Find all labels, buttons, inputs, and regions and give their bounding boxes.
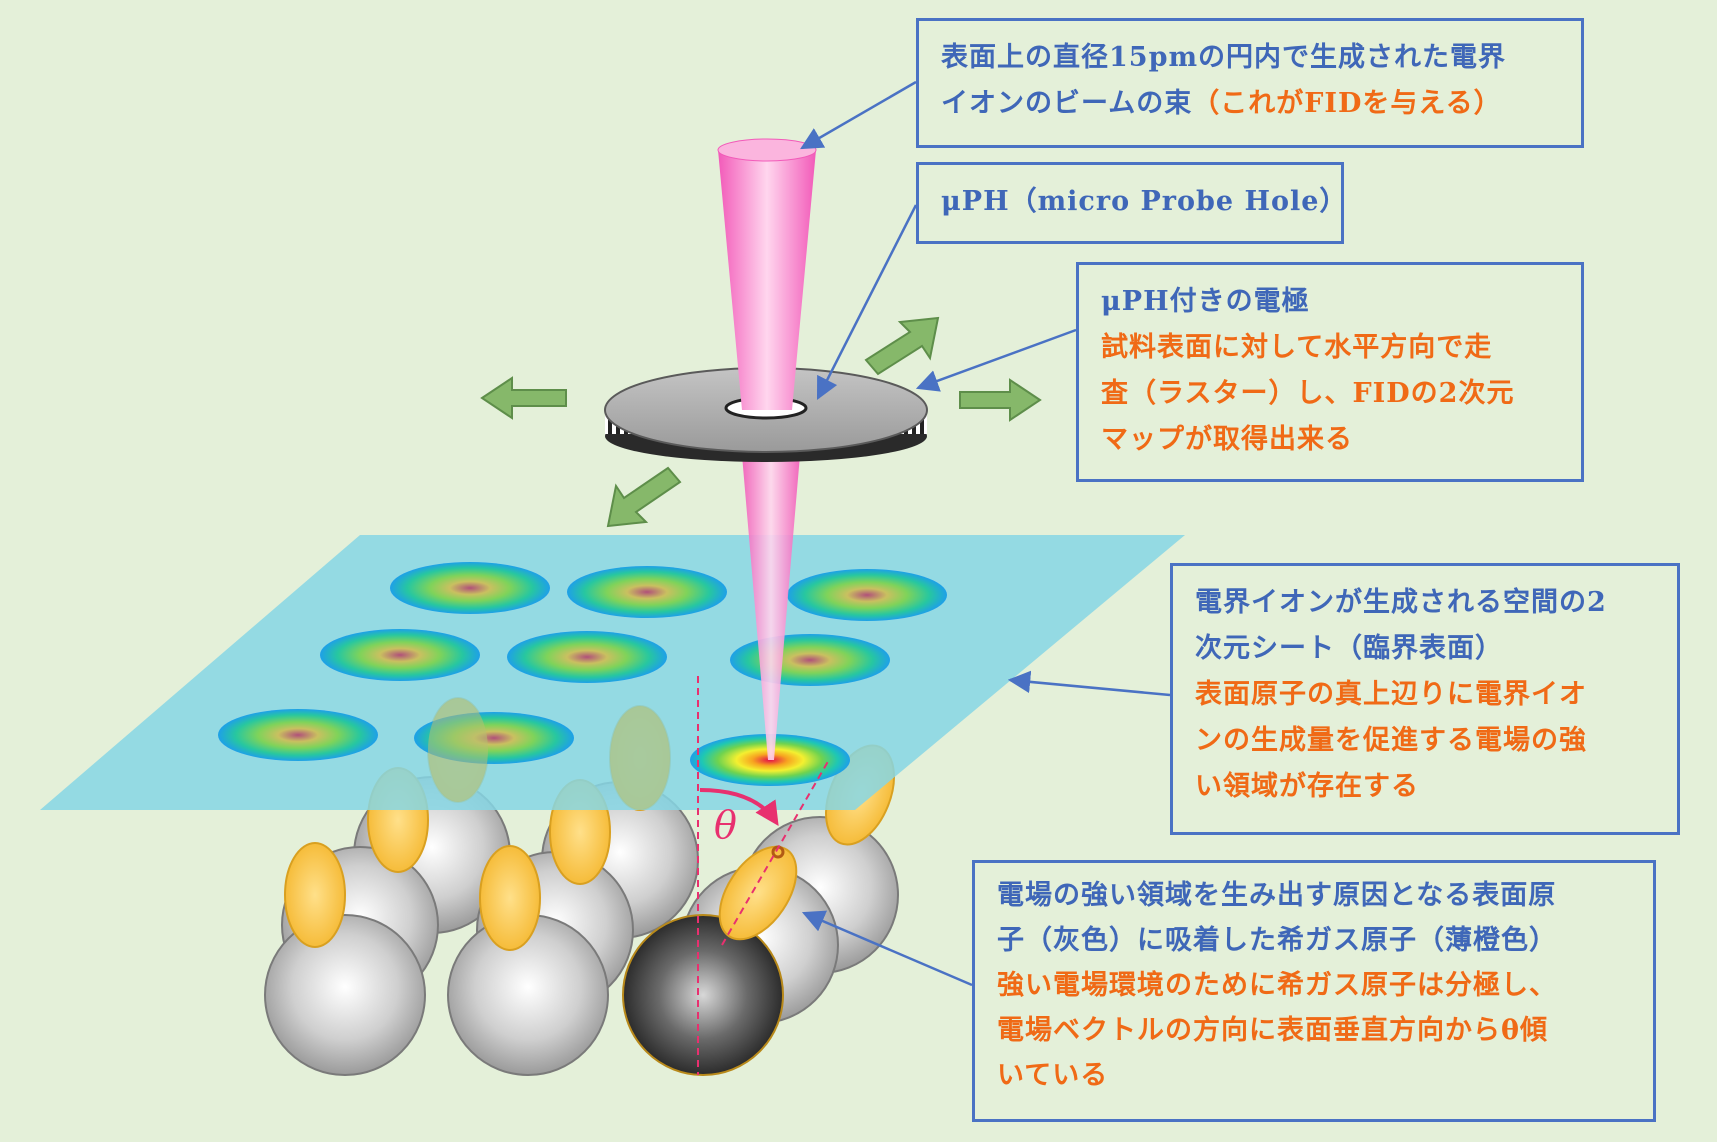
callout-electrode: μPH付きの電極 試料表面に対して水平方向で走 査（ラスター）し、FIDの2次元… [1076,262,1584,482]
fid-spot [320,629,480,681]
green-arrow-down-left-icon [606,466,682,528]
green-arrow-left-icon [480,376,567,420]
callout-electrode-line2: 査（ラスター）し、FIDの2次元 [1101,378,1515,409]
ion-beam-top [717,138,817,162]
callout-surface-atoms-line5: いている [997,1060,1109,1091]
fid-spot [567,566,727,618]
callout-electrode-line3: マップが取得出来る [1101,424,1353,455]
fid-spot [390,562,550,614]
callout-critical-surface: 電界イオンが生成される空間の2 次元シート（臨界表面） 表面原子の真上辺りに電界… [1170,563,1680,835]
callout-electrode-line1: 試料表面に対して水平方向で走 [1101,332,1493,363]
front-adsorbates-upper [428,698,670,810]
callout-surface-atoms-line3: 強い電場環境のために希ガス原子は分極し、 [997,970,1557,1001]
dark-surface-atom [622,914,784,1076]
front-atom-row [264,914,784,1076]
callout-micro-probe-hole: μPH（micro Probe Hole） [916,162,1348,244]
callout-ion-beam-line1: 表面上の直径15pmの円内で生成された電界 [941,42,1507,73]
callout-connectors [800,80,1171,987]
ion-beam-upper [718,150,816,410]
callout-critical-surface-line2: 次元シート（臨界表面） [1195,633,1503,664]
callout-ion-beam-fid-note: （これがFIDを与える） [1192,88,1502,119]
fid-spot [507,631,667,683]
polarized-adsorbate [718,845,798,941]
green-arrow-up-right-icon [864,316,940,376]
callout-micro-probe-hole-text: μPH（micro Probe Hole） [941,186,1348,217]
callout-critical-surface-line5: い領域が存在する [1195,771,1419,802]
fid-spot [730,634,890,686]
callout-electrode-title: μPH付きの電極 [1101,286,1310,317]
callout-ion-beam: 表面上の直径15pmの円内で生成された電界 イオンのビームの束（これがFIDを与… [916,18,1584,148]
ion-beam-lower [742,455,800,760]
callout-critical-surface-line4: ンの生成量を促進する電場の強 [1195,725,1587,756]
theta-label: θ [714,803,737,847]
fid-spot [218,709,378,761]
callout-ion-beam-line2: イオンのビームの束 [941,88,1193,119]
callout-surface-atoms-line2: 子（灰色）に吸着した希ガス原子（薄橙色） [997,925,1557,956]
callout-surface-atoms-line4: 電場ベクトルの方向に表面垂直方向からθ傾 [997,1015,1549,1046]
front-adsorbates [284,842,798,951]
callout-critical-surface-line3: 表面原子の真上辺りに電界イオ [1195,679,1587,710]
green-arrow-right-icon [959,378,1042,422]
callout-critical-surface-line1: 電界イオンが生成される空間の2 [1195,587,1607,618]
fid-spot [787,569,947,621]
theta-annotation: θ [697,676,831,1075]
callout-surface-atoms-line1: 電場の強い領域を生み出す原因となる表面原 [997,880,1557,911]
callout-surface-atoms: 電場の強い領域を生み出す原因となる表面原 子（灰色）に吸着した希ガス原子（薄橙色… [972,860,1656,1122]
